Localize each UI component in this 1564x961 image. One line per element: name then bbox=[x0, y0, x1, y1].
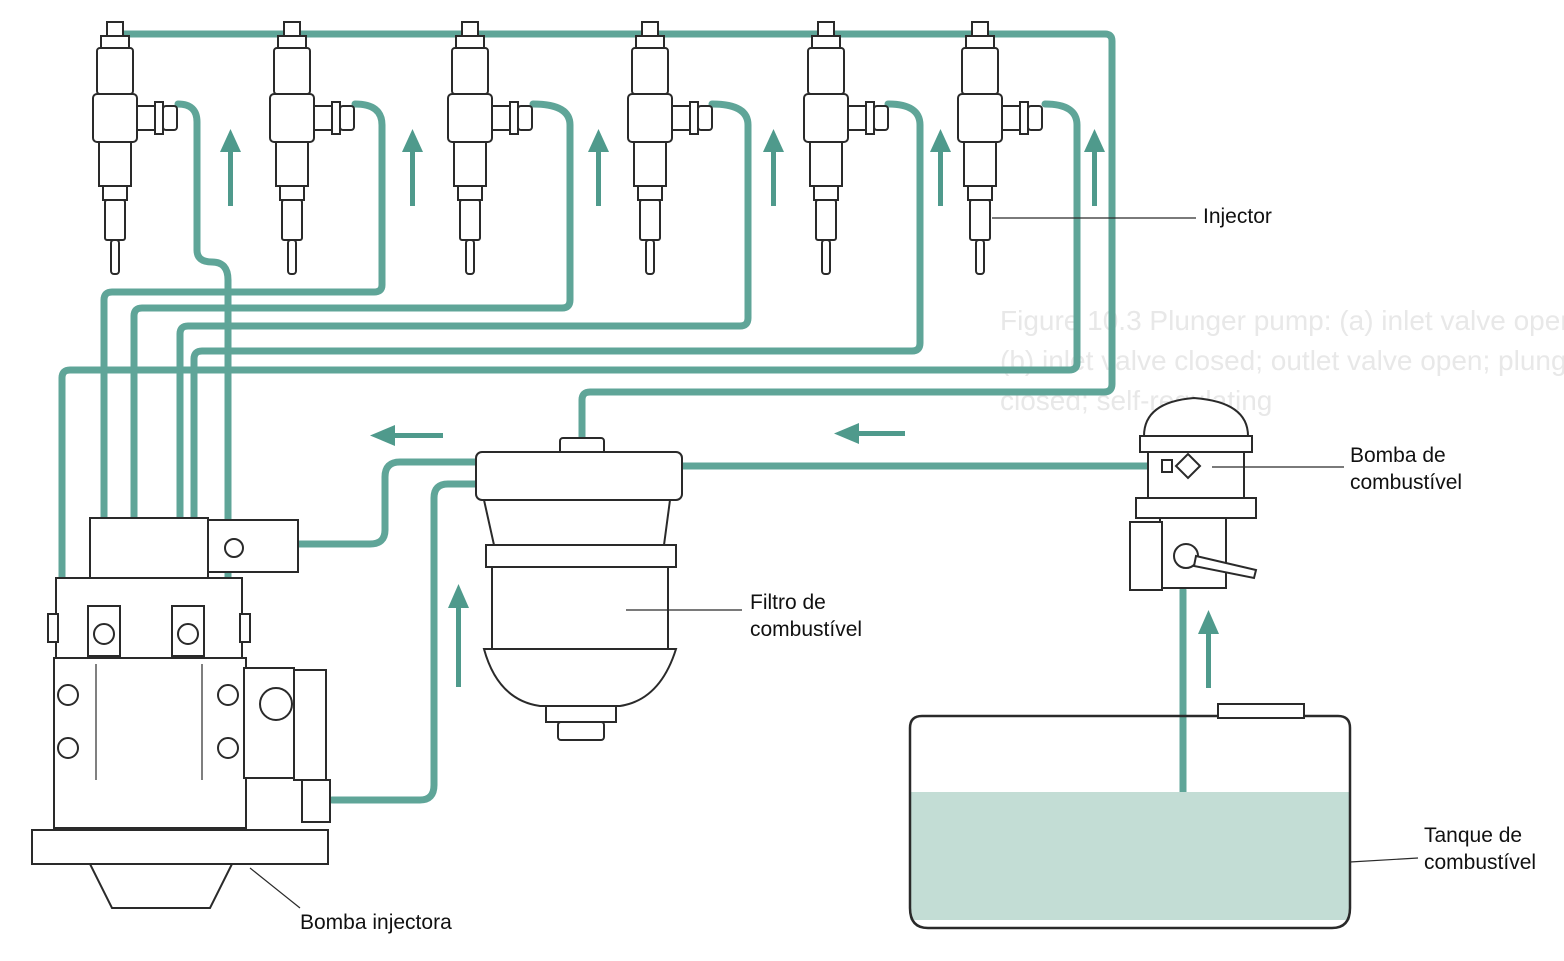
arrow-icon bbox=[1198, 610, 1219, 688]
arrow-icon bbox=[930, 129, 951, 206]
label-fuel-tank-line-2: combustível bbox=[1424, 851, 1536, 874]
high-pressure-line-1 bbox=[174, 100, 232, 594]
arrow-icon bbox=[763, 129, 784, 206]
fuel-filter bbox=[475, 437, 683, 741]
fuel-lift-pump bbox=[1129, 396, 1258, 591]
injector-3 bbox=[447, 21, 533, 275]
fuel-tank bbox=[908, 703, 1352, 930]
label-fuel-filter-line-2: combustível bbox=[750, 618, 862, 641]
arrow-icon bbox=[448, 584, 469, 687]
labels: Injector Bomba de combustível Filtro de … bbox=[249, 205, 1536, 934]
arrow-icon bbox=[588, 129, 609, 206]
arrow-icon bbox=[370, 425, 443, 446]
label-fuel-pump-line-1: Bomba de bbox=[1350, 444, 1446, 467]
arrow-icon bbox=[1084, 129, 1105, 206]
arrow-icon bbox=[402, 129, 423, 206]
high-pressure-line-4 bbox=[176, 100, 752, 629]
label-fuel-filter-line-1: Filtro de bbox=[750, 591, 826, 614]
arrow-icon bbox=[220, 129, 241, 206]
arrow-icon bbox=[834, 423, 905, 444]
filter-return-line bbox=[294, 458, 480, 548]
injection-pump bbox=[31, 517, 331, 909]
label-injector: Injector bbox=[1203, 205, 1272, 228]
high-pressure-line-5 bbox=[190, 100, 924, 629]
filter-to-injection-pump-line bbox=[328, 480, 480, 804]
flow-arrows bbox=[120, 129, 1219, 699]
background-caption-line-1: Figure 10.3 Plunger pump: (a) inlet valv… bbox=[1000, 305, 1564, 336]
label-injection-pump: Bomba injectora bbox=[300, 911, 452, 934]
high-pressure-line-6 bbox=[58, 100, 1081, 629]
label-fuel-pump-line-2: combustível bbox=[1350, 471, 1462, 494]
background-caption-line-2: (b) inlet valve closed; outlet valve ope… bbox=[1000, 345, 1564, 376]
injector-5 bbox=[803, 21, 889, 275]
injector-1 bbox=[92, 21, 178, 275]
label-fuel-tank-line-1: Tanque de bbox=[1424, 824, 1522, 847]
injector-2 bbox=[269, 21, 355, 275]
high-pressure-line-3 bbox=[130, 100, 574, 524]
background-caption: Figure 10.3 Plunger pump: (a) inlet valv… bbox=[1000, 305, 1564, 416]
leak-off-return-line bbox=[113, 30, 1116, 444]
high-pressure-line-2 bbox=[100, 100, 386, 629]
injector-6 bbox=[957, 21, 1043, 275]
injector-4 bbox=[627, 21, 713, 275]
